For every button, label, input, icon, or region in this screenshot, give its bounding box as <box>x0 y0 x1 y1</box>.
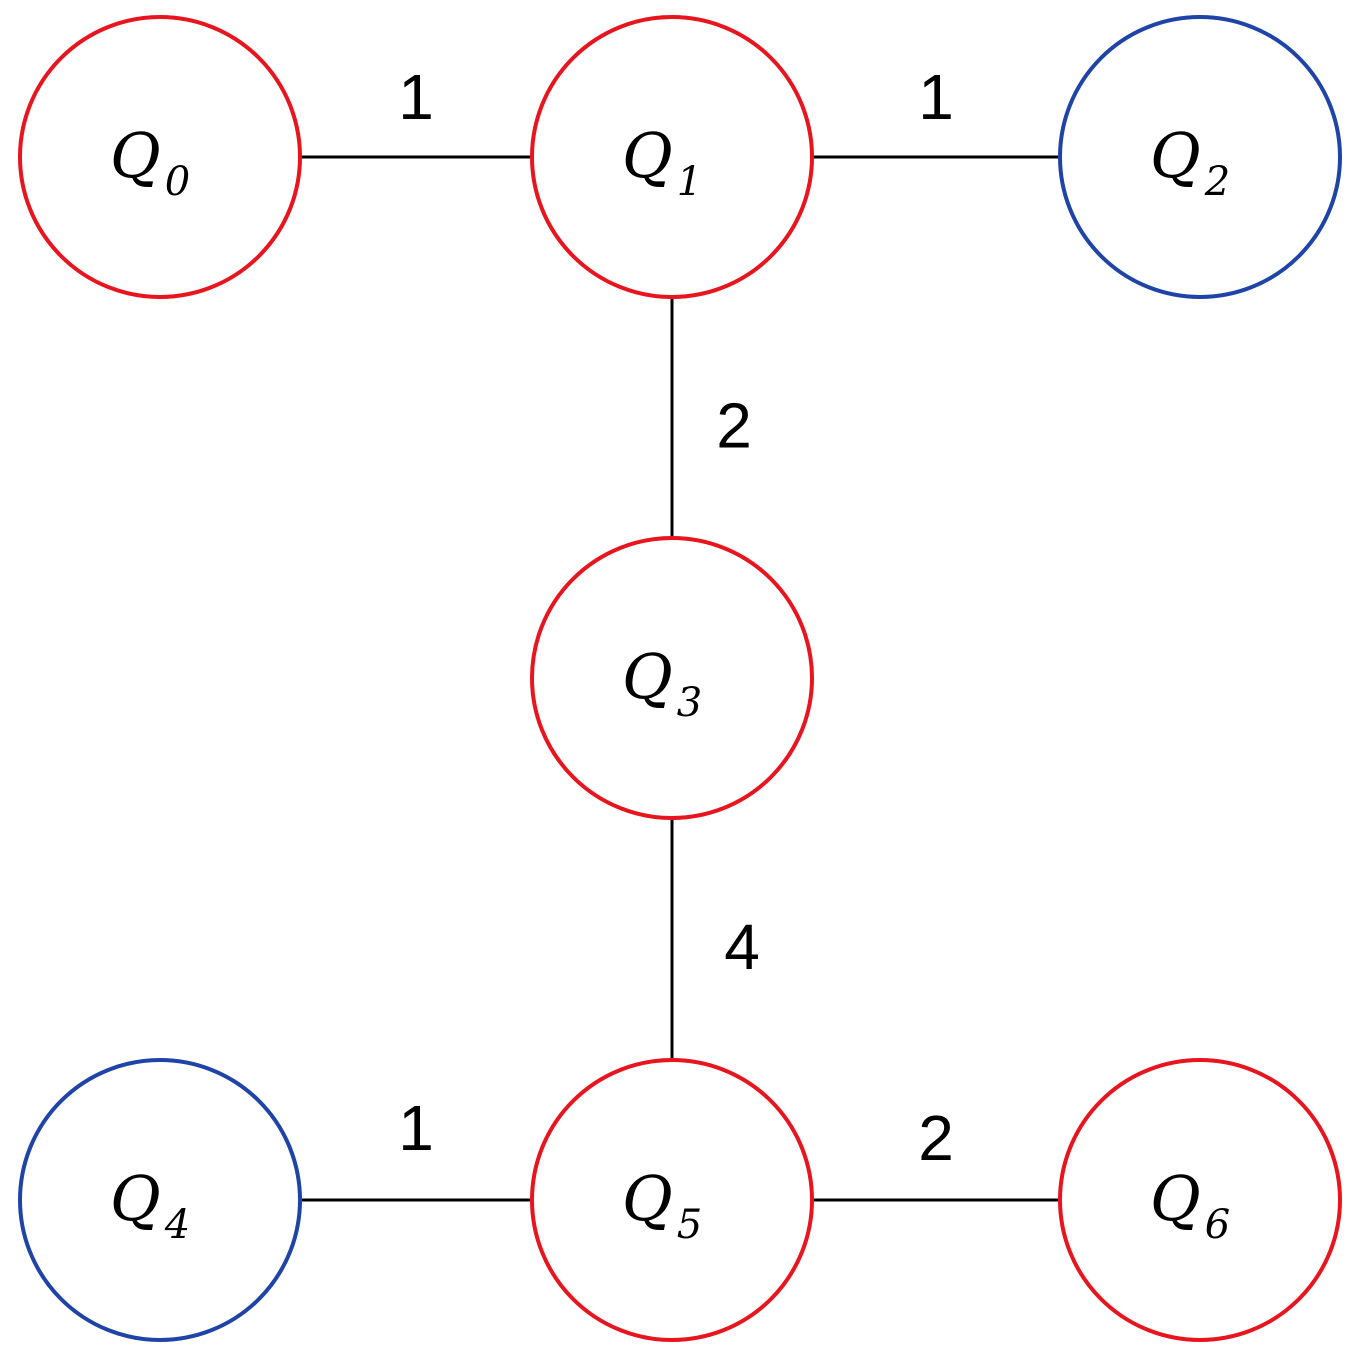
edge-weight-q5-q6: 2 <box>918 1102 954 1174</box>
node-subscript: 6 <box>1205 1202 1230 1248</box>
node-circle-q5 <box>530 1058 814 1342</box>
node-symbol: Q <box>1150 1162 1201 1235</box>
node-subscript: 1 <box>677 159 702 205</box>
node-subscript: 3 <box>677 680 702 726</box>
node-symbol: Q <box>622 1162 673 1235</box>
node-subscript: 2 <box>1204 159 1230 205</box>
node-symbol: Q <box>110 119 161 192</box>
edge-weight-q4-q5: 1 <box>398 1092 434 1164</box>
node-symbol: Q <box>622 119 673 192</box>
edge-weight-q1-q2: 1 <box>918 61 954 133</box>
edge-weight-q0-q1: 1 <box>398 61 434 133</box>
node-circle-q0 <box>18 15 302 299</box>
edges-layer: 1 1 2 4 1 2 <box>300 61 1060 1202</box>
node-circle-q4 <box>18 1058 302 1342</box>
edge-weight-q3-q5: 4 <box>724 911 760 983</box>
node-subscript: 0 <box>165 159 190 205</box>
node-symbol: Q <box>1150 119 1201 192</box>
node-circle-q1 <box>530 15 814 299</box>
edge-weight-q1-q3: 2 <box>716 390 752 462</box>
node-circle-q3 <box>530 536 814 820</box>
node-circle-q6 <box>1058 1058 1342 1342</box>
node-symbol: Q <box>622 640 673 713</box>
node-subscript: 5 <box>677 1202 702 1248</box>
node-circle-q2 <box>1058 15 1342 299</box>
node-symbol: Q <box>110 1162 161 1235</box>
node-subscript: 4 <box>164 1202 190 1248</box>
